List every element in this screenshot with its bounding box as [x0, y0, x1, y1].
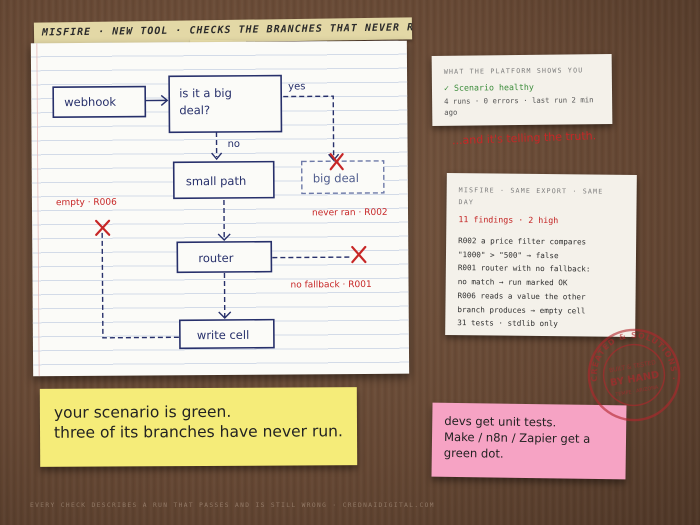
node-small-path-label: small path	[186, 174, 247, 188]
flowchart-paper: webhook is it a big deal? yes no small p…	[30, 40, 410, 377]
node-webhook-label: webhook	[64, 95, 116, 109]
edge-empty-to-write-cell	[101, 232, 180, 339]
connectors	[101, 94, 351, 339]
node-decision-label-line1: is it a big	[179, 86, 232, 100]
node-big-deal-unrun	[300, 160, 385, 195]
arrowhead-router	[217, 233, 231, 241]
annotation-never-ran: never ran · R002	[312, 208, 388, 219]
arrowhead-write-cell	[218, 311, 232, 319]
pink-note-line3: green dot.	[443, 445, 504, 461]
arrowhead-big-deal	[328, 153, 340, 162]
findings-summary: 11 findings · 2 high	[458, 214, 559, 226]
arrowhead-small-path	[211, 152, 223, 161]
node-write-cell	[178, 318, 275, 350]
yellow-note-line1: your scenario is green.	[53, 402, 232, 422]
node-big-deal-label: big deal	[313, 171, 359, 185]
built-by-hand-stamp: CREATED & SOLUTIONS · BUILT & TESTED BY …	[583, 324, 681, 422]
cross-mark-empty	[94, 219, 111, 236]
edge-router-fallback	[272, 256, 351, 259]
annotation-no-fallback: no fallback · R001	[291, 280, 372, 291]
annotation-empty: empty · R006	[56, 198, 117, 208]
node-decision-label-line2: deal?	[179, 103, 210, 117]
footer-caption: EVERY CHECK DESCRIBES A RUN THAT PASSES …	[30, 502, 435, 509]
platform-status-card: WHAT THE PLATFORM SHOWS YOU ✓ Scenario h…	[431, 54, 613, 126]
platform-card-caption: WHAT THE PLATFORM SHOWS YOU	[443, 66, 584, 76]
findings-list: R002 a price filter compares "1000" > "5…	[457, 236, 591, 329]
node-write-cell-label: write cell	[197, 328, 249, 342]
edge-decision-to-big-deal	[283, 95, 335, 160]
platform-stats-line2: ago	[444, 107, 458, 117]
edge-label-yes: yes	[288, 81, 305, 92]
misfire-findings-card: MISFIRE · SAME EXPORT · SAME DAY 11 find…	[445, 173, 637, 337]
node-router	[176, 240, 273, 274]
misfire-card-caption-line2: DAY	[458, 198, 475, 207]
stamp-outer-ring	[587, 328, 681, 422]
node-small-path	[172, 160, 275, 200]
node-router-label: router	[198, 251, 233, 265]
node-decision	[168, 74, 283, 134]
flowchart: webhook is it a big deal? yes no small p…	[36, 43, 388, 377]
cross-mark-router	[351, 245, 367, 264]
misfire-card-caption-line1: MISFIRE · SAME EXPORT · SAME	[458, 186, 604, 196]
node-webhook	[52, 85, 147, 118]
edge-label-no: no	[228, 139, 241, 150]
margin-line	[36, 43, 40, 377]
scenario-healthy-status: ✓ Scenario healthy	[443, 81, 534, 93]
cross-mark-big-deal	[329, 153, 344, 171]
arrowhead-decision	[160, 94, 169, 106]
platform-stats-line1: 4 runs · 0 errors · last run 2 min	[444, 95, 594, 106]
stamp-inner-ring	[602, 343, 666, 407]
telling-the-truth-scrawl: ...and it's telling the truth.	[451, 129, 597, 148]
yellow-note-line2: three of its branches have never run.	[53, 422, 343, 442]
yellow-sticky-note: your scenario is green. three of its bra…	[39, 387, 358, 467]
